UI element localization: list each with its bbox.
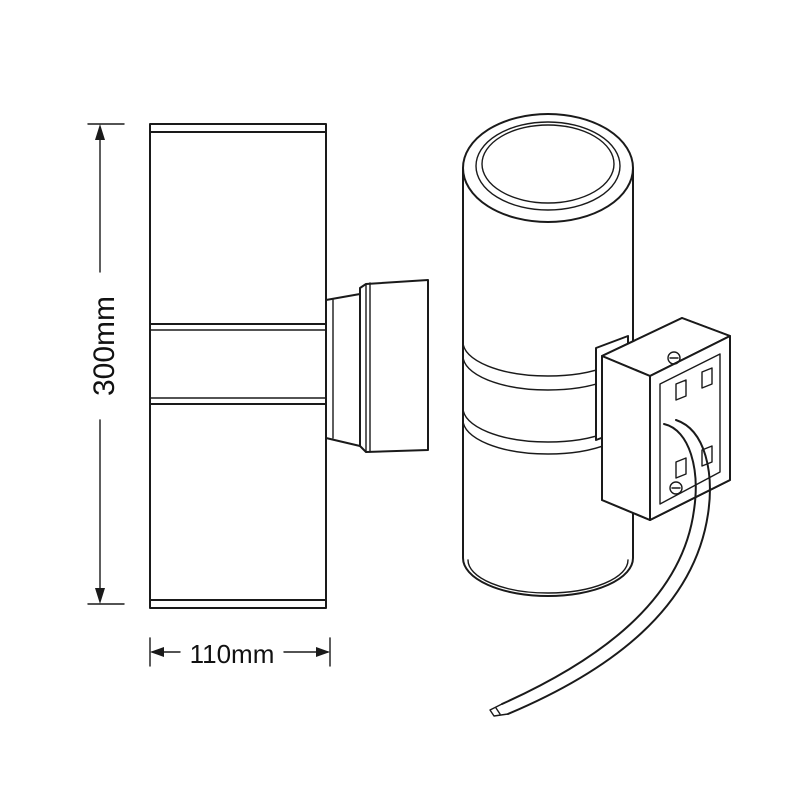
- width-dimension: 110mm: [149, 637, 331, 669]
- middle-band: [149, 323, 327, 405]
- width-dimension-label: 110mm: [190, 639, 275, 669]
- height-dimension-label: 300mm: [88, 296, 121, 396]
- perspective-view: [462, 113, 731, 717]
- height-dimension: 300mm: [87, 123, 125, 605]
- screw-bottom: [669, 481, 683, 495]
- top-rim-middle: [475, 121, 621, 211]
- wall-bracket-side: [325, 279, 429, 453]
- side-elevation-view: 300mm 110mm: [87, 123, 429, 669]
- screw-top: [667, 351, 681, 365]
- upper-cylinder-body: [149, 131, 327, 325]
- top-rim-outer: [462, 113, 634, 223]
- upper-cap-band: [149, 123, 327, 133]
- power-cable: [489, 419, 711, 717]
- top-rim-inner: [481, 124, 615, 204]
- perspective-cylinder-body: [462, 167, 634, 597]
- lower-cap-band: [149, 599, 327, 609]
- lower-cylinder-body: [149, 403, 327, 601]
